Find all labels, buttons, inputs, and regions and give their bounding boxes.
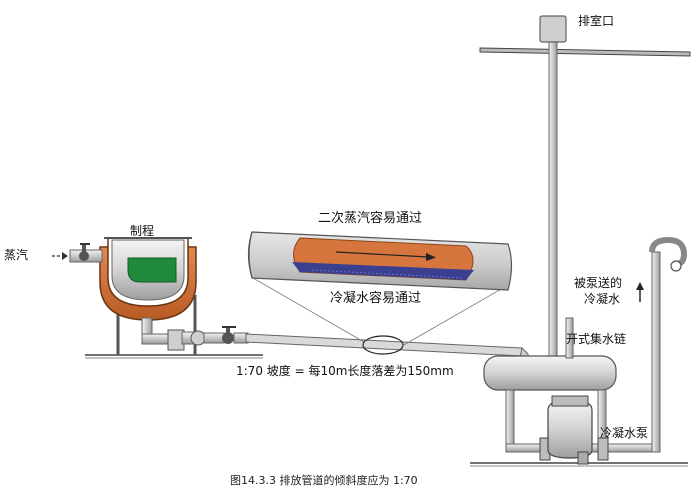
vessel-discharge [141,317,249,351]
slope-note: 1:70 坡度 = 每10m长度落差为150mm [236,364,454,378]
process-vessel [99,237,197,355]
enlarged-pipe [247,231,513,291]
steam-passes-label: 二次蒸汽容易通过 [318,211,423,226]
pumped-label-line2: 冷凝水 [584,292,621,306]
pump-label: 冷凝水泵 [600,426,649,440]
zoom-lines [252,277,511,347]
vent-label: 排室口 [578,14,615,28]
condensate-pump [539,395,609,465]
receiver-tank [483,317,617,391]
process-label: 制程 [130,224,155,238]
up-arrow [636,282,644,302]
floor-left [85,354,263,359]
condensate-passes-label: 冷凝水容易通过 [330,291,422,306]
pumped-label-line1: 被泵送的 [574,276,623,290]
figure-caption: 图14.3.3 排放管道的倾斜度应为 1:70 [230,474,418,487]
ceiling [479,47,691,57]
vent-pipe [539,15,567,361]
steam-label: 蒸汽 [4,248,29,262]
steam-inlet-pipe [52,243,103,263]
open-chain-label: 开式集水链 [566,332,627,346]
pump-pipework [505,236,688,453]
